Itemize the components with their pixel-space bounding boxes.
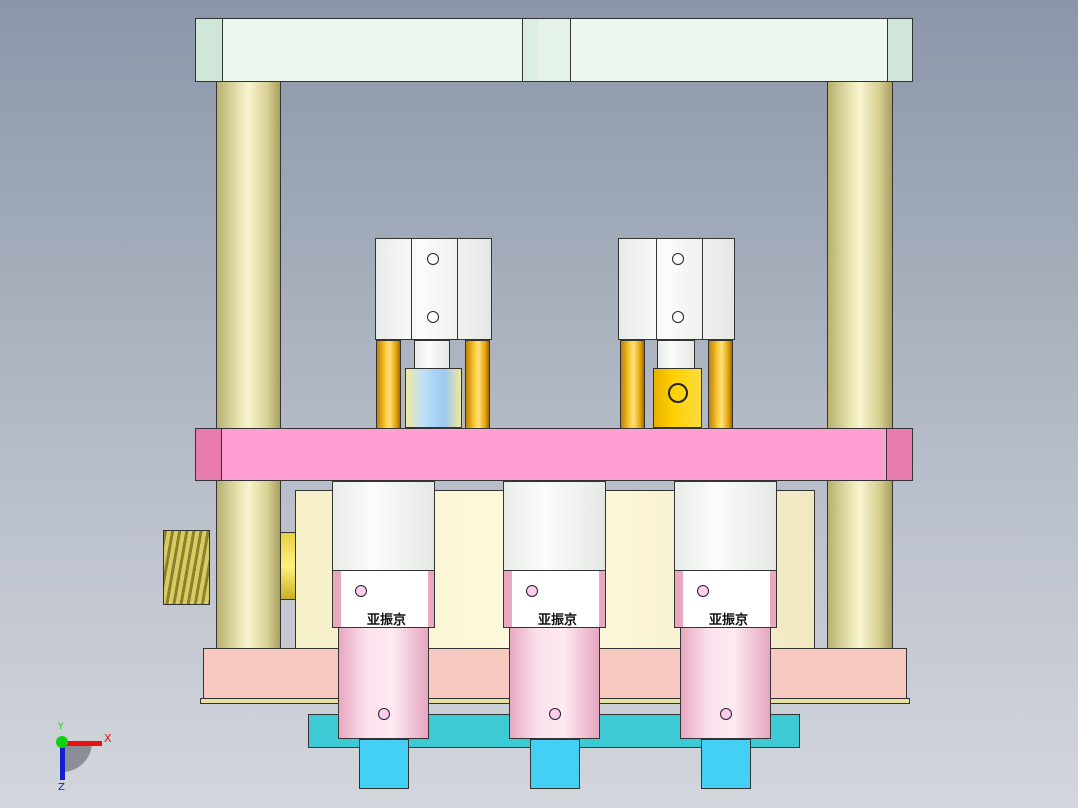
spring (163, 530, 210, 605)
unit-label: 亚振京 (538, 613, 578, 628)
left-clamp-block (405, 368, 462, 428)
guide-rod (708, 340, 733, 430)
y-axis-dot (56, 736, 68, 748)
piston-rod (657, 340, 695, 370)
unit-label: 亚振京 (709, 613, 749, 628)
side-cylinder (280, 532, 296, 600)
guide-rod (465, 340, 490, 430)
orientation-triad: X Y Z (50, 722, 120, 800)
x-label: X (104, 732, 112, 745)
right-clamp-block (653, 368, 702, 428)
top-plate (195, 18, 913, 82)
left-guide-post (216, 80, 281, 650)
middle-plate (195, 428, 913, 481)
right-air-cylinder (618, 238, 735, 340)
y-label: Y (58, 722, 64, 732)
unit-label: 亚振京 (367, 613, 407, 628)
piston-rod (414, 340, 450, 370)
z-label: Z (58, 782, 65, 793)
guide-rod (620, 340, 645, 430)
x-axis-arrow (62, 741, 102, 746)
z-axis-arrow (60, 742, 65, 780)
left-air-cylinder (375, 238, 492, 340)
right-guide-post (827, 80, 893, 650)
guide-rod (376, 340, 401, 430)
